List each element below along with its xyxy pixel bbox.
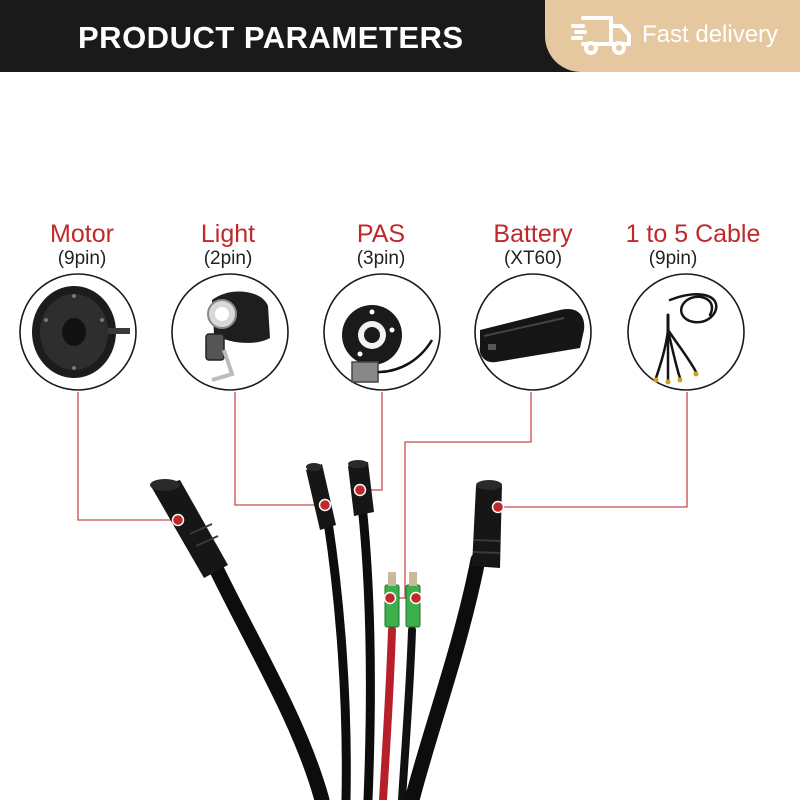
component-spec: (9pin) <box>648 248 698 269</box>
marker-dot-battery-1 <box>383 591 397 605</box>
cable-illustration <box>653 292 718 385</box>
marker-dot-light <box>318 498 332 512</box>
component-spec: (9pin) <box>57 248 107 269</box>
label-motor: Motor (9pin) <box>0 220 172 270</box>
connector-main <box>472 480 502 568</box>
callout-line-cable <box>498 392 688 508</box>
component-spec: (XT60) <box>503 248 563 269</box>
cable-bundle <box>204 500 486 800</box>
cable-motor <box>204 552 330 800</box>
pas-sensor-illustration <box>342 305 434 383</box>
battery-illustration <box>479 308 585 363</box>
component-name: PAS <box>356 220 406 248</box>
fast-delivery-label: Fast delivery <box>642 21 779 48</box>
component-name: 1 to 5 Cable <box>625 220 761 248</box>
cable-main <box>404 552 486 800</box>
component-name: Light <box>200 220 256 248</box>
label-battery: Battery (XT60) <box>443 220 623 270</box>
marker-dot-battery-2 <box>409 591 423 605</box>
label-light: Light (2pin) <box>138 220 318 270</box>
headlight-illustration <box>205 291 270 382</box>
callout-line-light <box>234 392 325 506</box>
header-bar: PRODUCT PARAMETERS Fast delivery <box>0 0 800 72</box>
connector-motor <box>150 479 228 578</box>
delivery-truck-icon <box>571 16 631 55</box>
component-spec: (3pin) <box>356 248 406 269</box>
cable-light <box>323 517 351 800</box>
motor-hub-illustration <box>32 286 130 378</box>
cable-black-wire <box>398 626 416 800</box>
marker-dot-pas <box>353 483 367 497</box>
fast-delivery-badge[interactable]: Fast delivery <box>545 0 800 72</box>
label-pas: PAS (3pin) <box>291 220 471 270</box>
page-title: PRODUCT PARAMETERS <box>78 20 464 55</box>
callout-line-motor <box>77 392 178 521</box>
cable-pas <box>357 500 375 800</box>
callout-line-battery <box>390 392 532 599</box>
component-name: Battery <box>493 220 573 248</box>
component-spec: (2pin) <box>203 248 253 269</box>
marker-dot-cable <box>491 500 505 514</box>
component-name: Motor <box>50 220 114 248</box>
circle-cable <box>627 273 745 391</box>
marker-dots <box>171 483 505 605</box>
cable-red-wire <box>379 626 396 800</box>
marker-dot-motor <box>171 513 185 527</box>
label-cable: 1 to 5 Cable (9pin) <box>603 220 783 270</box>
connector-light <box>306 463 336 530</box>
